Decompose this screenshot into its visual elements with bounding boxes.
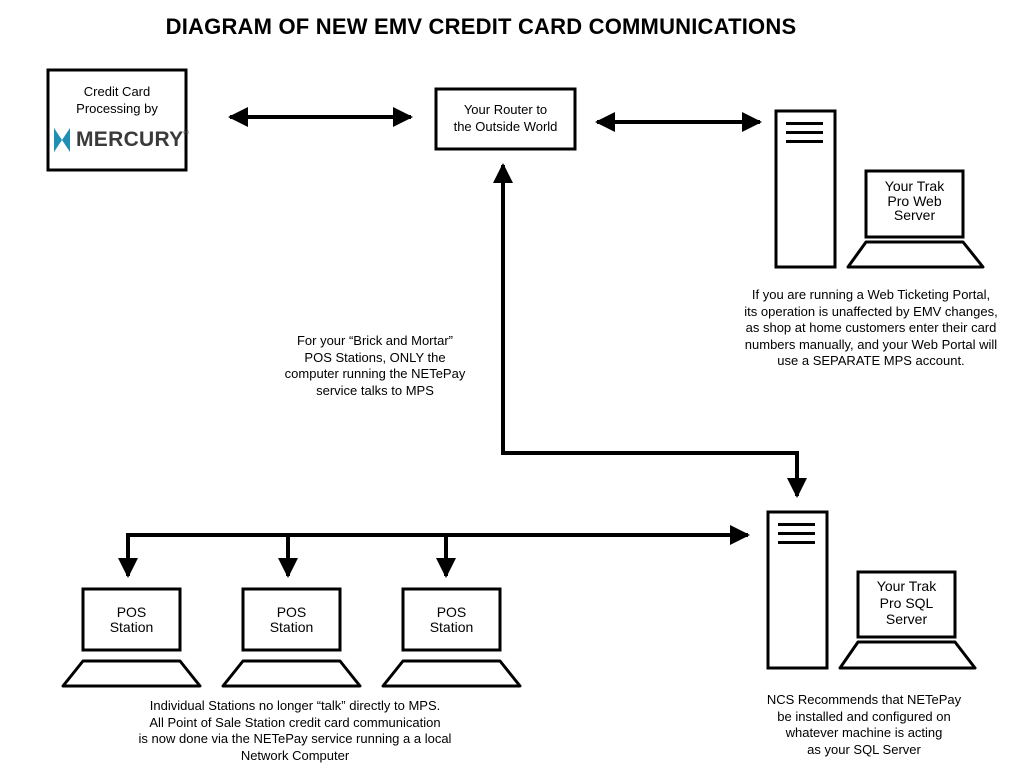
credit-card-line1: Credit Card <box>83 84 151 99</box>
pos-station-2-icon <box>221 587 362 688</box>
diagram-title: DIAGRAM OF NEW EMV CREDIT CARD COMMUNICA… <box>165 14 797 39</box>
brick-mortar-note-line3: computer running the NETePay <box>284 366 466 381</box>
sql-server-line1: Your Trak <box>876 578 937 594</box>
web-server-line1: Your Trak <box>884 178 945 194</box>
brick-mortar-note-line4: service talks to MPS <box>316 382 434 398</box>
pos-station-3-icon <box>381 587 522 688</box>
sql-server-line2: Pro SQL <box>879 594 934 611</box>
web-server-laptop-icon <box>846 169 985 269</box>
router-label: Your Router to the Outside World <box>436 102 575 135</box>
pos-station-1-label: POS Station <box>83 605 180 635</box>
web-portal-note: If you are running a Web Ticketing Porta… <box>718 287 1024 370</box>
pos-station-3-label: POS Station <box>403 605 500 635</box>
brick-mortar-note: For your “Brick and Mortar” POS Stations… <box>262 333 488 399</box>
pos-station-2-label: POS Station <box>243 605 340 635</box>
router-line2: the Outside World <box>453 118 558 134</box>
stations-note-line4: Network Computer <box>240 747 350 763</box>
pos-station-2-line1: POS <box>276 604 307 620</box>
stations-note-line3: is now done via the NETePay service runn… <box>138 731 452 746</box>
pos-station-1-line2: Station <box>109 619 154 635</box>
mercury-logo: MERCURY ® <box>54 128 189 152</box>
pos-station-1-icon <box>61 587 202 688</box>
pos-station-2-line2: Station <box>269 619 314 635</box>
ncs-note-line3: whatever machine is acting <box>785 725 943 740</box>
mercury-logo-text: MERCURY <box>76 128 184 151</box>
web-portal-note-line5: use a SEPARATE MPS account. <box>777 353 965 368</box>
pos-station-3-line2: Station <box>429 619 474 635</box>
web-server-line2: Pro Web <box>887 192 942 209</box>
ncs-note-line2: be installed and configured on <box>777 708 951 724</box>
web-portal-note-line2: its operation is unaffected by EMV chang… <box>744 303 998 319</box>
brick-mortar-note-line2: POS Stations, ONLY the <box>304 349 446 365</box>
web-server-line3: Server <box>893 207 936 223</box>
brick-mortar-note-line1: For your “Brick and Mortar” <box>296 333 454 348</box>
web-portal-note-line1: If you are running a Web Ticketing Porta… <box>751 287 991 302</box>
router-box <box>434 87 577 151</box>
sql-server-tower-icon <box>766 510 829 670</box>
stations-note-line2: All Point of Sale Station credit card co… <box>149 714 441 730</box>
pos-station-3-line1: POS <box>436 604 467 620</box>
web-portal-note-line3: as shop at home customers enter their ca… <box>745 320 997 335</box>
web-server-tower-icon <box>774 109 837 269</box>
web-server-label: Your Trak Pro Web Server <box>866 179 963 223</box>
credit-card-box <box>46 68 188 172</box>
stations-note: Individual Stations no longer “talk” dir… <box>110 698 480 764</box>
mercury-registered-mark: ® <box>183 130 189 137</box>
credit-card-line2: Processing by <box>76 100 158 116</box>
sql-server-line3: Server <box>885 611 928 627</box>
sql-server-label: Your Trak Pro SQL Server <box>858 578 955 628</box>
arrow-router-sqlserver <box>493 163 807 498</box>
pos-station-1-line1: POS <box>116 604 147 620</box>
ncs-note-line4: as your SQL Server <box>807 741 921 757</box>
ncs-note: NCS Recommends that NETePay be installed… <box>748 692 980 758</box>
ncs-note-line1: NCS Recommends that NETePay <box>766 692 962 707</box>
mercury-mark-icon <box>54 128 70 152</box>
sql-server-laptop-icon <box>838 570 977 670</box>
stations-note-line1: Individual Stations no longer “talk” dir… <box>149 698 441 713</box>
credit-card-label: Credit Card Processing by <box>48 84 186 117</box>
router-line1: Your Router to <box>463 102 548 117</box>
web-portal-note-line4: numbers manually, and your Web Portal wi… <box>744 336 998 352</box>
